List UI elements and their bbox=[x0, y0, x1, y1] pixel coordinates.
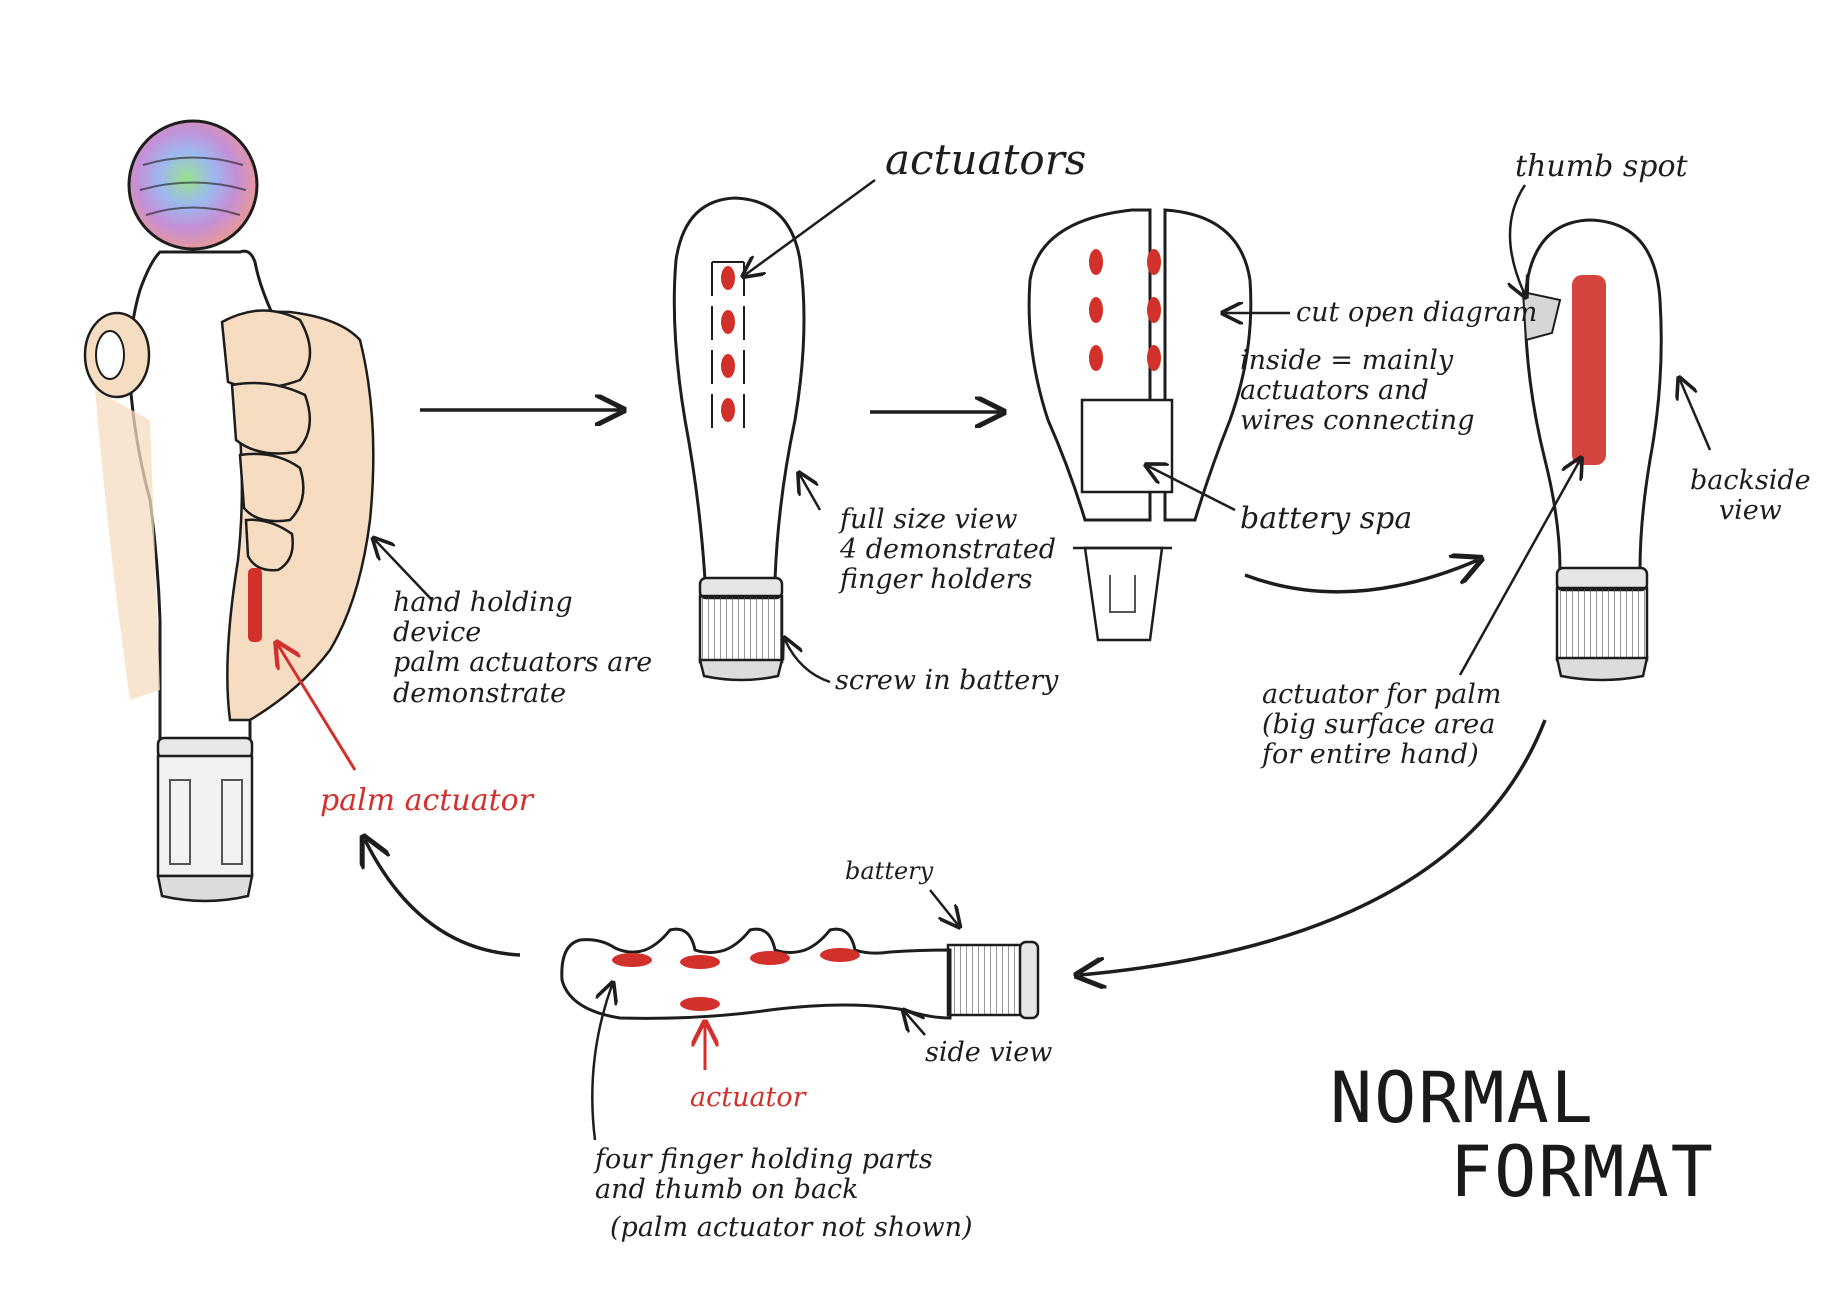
label-actuator-for-palm-line-1: actuator for palm bbox=[1262, 679, 1502, 710]
label-hand-holding-line-2: device bbox=[393, 617, 482, 649]
label-actuators: actuators bbox=[885, 135, 1087, 184]
label-full-size-line-1: full size view bbox=[840, 504, 1018, 535]
label-cut-open-diagram: cut open diagram bbox=[1296, 297, 1538, 328]
red-pointer-lines bbox=[278, 645, 705, 1070]
orb-top bbox=[127, 119, 259, 251]
label-thumb-spot: thumb spot bbox=[1515, 149, 1688, 184]
full-size-body bbox=[672, 196, 806, 582]
cut-open-view-drawing bbox=[1027, 208, 1253, 642]
label-hand-holding-line-3: palm actuators are bbox=[393, 647, 653, 679]
backside-view-drawing bbox=[1521, 218, 1663, 682]
device-grip bbox=[156, 754, 254, 878]
label-four-finger: four finger holding parts and thumb on b… bbox=[595, 1144, 973, 1244]
label-backside-line-2: view bbox=[1718, 495, 1782, 527]
label-full-size-view: full size view 4 demonstrated finger hol… bbox=[840, 504, 1057, 596]
label-backside-line-1: backside bbox=[1690, 465, 1811, 496]
label-actuator-for-palm-line-2: (big surface area bbox=[1262, 709, 1496, 741]
screw-in-battery bbox=[698, 594, 784, 664]
pointer-lines bbox=[365, 178, 1712, 1141]
full-size-view-drawing bbox=[672, 196, 806, 682]
label-four-finger-line-1: four finger holding parts bbox=[595, 1144, 933, 1175]
label-hand-holding: hand holding device palm actuators are d… bbox=[393, 587, 653, 709]
title-line-1: NORMAL bbox=[1330, 1057, 1595, 1139]
thumb-spot-mark bbox=[1521, 290, 1562, 342]
title-normal-format: NORMAL FORMAT bbox=[1330, 1057, 1715, 1213]
label-inside: inside = mainly actuators and wires conn… bbox=[1240, 345, 1475, 437]
label-four-finger-line-3: (palm actuator not shown) bbox=[610, 1212, 973, 1244]
label-actuator-for-palm-line-3: for entire hand) bbox=[1262, 739, 1479, 771]
side-view-actuators bbox=[612, 948, 860, 1011]
title-line-2: FORMAT bbox=[1450, 1130, 1715, 1213]
hand-holding-device-drawing bbox=[83, 119, 375, 903]
label-hand-holding-line-1: hand holding bbox=[393, 587, 573, 618]
label-inside-line-3: wires connecting bbox=[1240, 405, 1475, 437]
label-side-view: side view bbox=[925, 1037, 1053, 1068]
label-battery: battery bbox=[845, 857, 934, 885]
side-view-drawing bbox=[560, 927, 1040, 1020]
label-actuator: actuator bbox=[690, 1082, 806, 1113]
label-hand-holding-line-4: demonstrate bbox=[393, 677, 567, 709]
cut-open-actuators bbox=[1089, 249, 1161, 371]
label-screw-in-battery: screw in battery bbox=[835, 665, 1059, 696]
label-full-size-line-3: finger holders bbox=[840, 564, 1033, 596]
label-backside-view: backside view bbox=[1690, 465, 1811, 527]
label-four-finger-line-2: and thumb on back bbox=[595, 1174, 859, 1206]
label-battery-spa: battery spa bbox=[1240, 501, 1413, 536]
label-full-size-line-2: 4 demonstrated bbox=[840, 534, 1057, 566]
label-actuator-for-palm: actuator for palm (big surface area for … bbox=[1262, 679, 1502, 771]
battery-cap bbox=[1083, 546, 1164, 642]
palm-actuator-strip bbox=[1572, 275, 1606, 465]
label-palm-actuator: palm actuator bbox=[320, 783, 534, 818]
label-inside-line-1: inside = mainly bbox=[1240, 345, 1454, 376]
palm-actuator-mark bbox=[248, 568, 262, 642]
side-view-body bbox=[560, 927, 952, 1020]
battery-space bbox=[1080, 398, 1174, 494]
label-inside-line-2: actuators and bbox=[1240, 375, 1429, 407]
